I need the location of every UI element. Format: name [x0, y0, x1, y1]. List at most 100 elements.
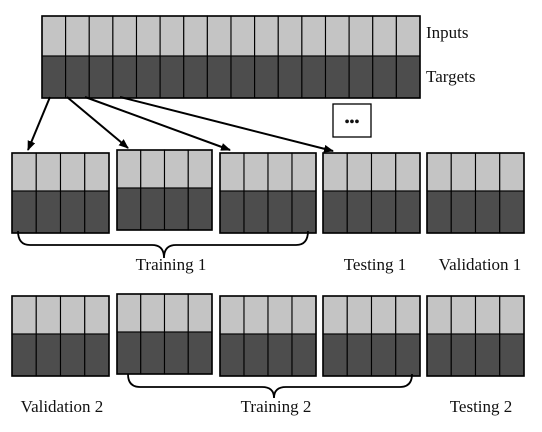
dataset-target-cell	[183, 55, 208, 99]
input-cell	[395, 295, 421, 335]
input-cell	[370, 295, 397, 335]
target-cell	[370, 190, 397, 234]
input-cell	[243, 295, 269, 335]
split-arrow-2	[66, 96, 129, 149]
input-cell	[11, 152, 37, 192]
dataset-input-cell	[206, 15, 232, 57]
input-cell	[474, 152, 501, 192]
input-cell	[59, 295, 86, 335]
input-cell	[395, 152, 421, 192]
train-block-2c	[322, 295, 421, 377]
target-cell	[395, 190, 421, 234]
block-outline	[219, 152, 317, 234]
target-cell	[59, 333, 86, 377]
block-outline	[219, 295, 317, 377]
train-block-2a	[116, 293, 213, 375]
validation-1-label: Validation 1	[439, 255, 522, 274]
target-cell	[322, 190, 348, 234]
dataset-input-cell	[112, 15, 138, 57]
block-outline	[426, 152, 525, 234]
input-cell	[426, 295, 452, 335]
input-cell	[84, 152, 110, 192]
train-block-2b	[219, 295, 317, 377]
dataset-target-cell	[135, 55, 161, 99]
target-cell	[84, 190, 110, 234]
train-block-1a	[11, 152, 110, 234]
target-cell	[116, 187, 142, 231]
target-cell	[219, 333, 245, 377]
target-cell	[35, 190, 62, 234]
input-cell	[291, 295, 317, 335]
dataset-strip	[41, 15, 421, 99]
dataset-target-cell	[41, 55, 67, 99]
input-cell	[346, 152, 373, 192]
target-cell	[243, 190, 269, 234]
target-cell	[450, 333, 477, 377]
dataset-target-cell	[372, 55, 397, 99]
input-cell	[187, 293, 213, 333]
block-outline	[116, 293, 213, 375]
input-cell	[59, 152, 86, 192]
dataset-target-cell	[88, 55, 114, 99]
target-cell	[426, 333, 452, 377]
dataset-target-cell	[324, 55, 350, 99]
training-2-label: Training 2	[241, 397, 312, 416]
validation-block-1	[426, 152, 525, 234]
input-cell	[35, 295, 62, 335]
input-cell	[499, 152, 525, 192]
dataset-input-cell	[41, 15, 67, 57]
dataset-input-cell	[301, 15, 327, 57]
block-outline	[11, 152, 110, 234]
target-cell	[474, 190, 501, 234]
testing-2-label: Testing 2	[450, 397, 513, 416]
dataset-input-cell	[183, 15, 208, 57]
target-cell	[243, 333, 269, 377]
target-cell	[291, 333, 317, 377]
target-cell	[499, 333, 525, 377]
input-cell	[84, 295, 110, 335]
target-cell	[187, 331, 213, 375]
dataset-input-cell	[348, 15, 374, 57]
target-cell	[163, 331, 189, 375]
block-outline	[116, 149, 213, 231]
dataset-input-cell	[230, 15, 256, 57]
dataset-target-cell	[277, 55, 303, 99]
testing-1-label: Testing 1	[344, 255, 407, 274]
input-cell	[187, 149, 213, 189]
block-outline	[322, 295, 421, 377]
target-cell	[474, 333, 501, 377]
dataset-input-cell	[254, 15, 279, 57]
ellipsis-box	[332, 103, 372, 138]
target-cell	[346, 190, 373, 234]
target-cell	[11, 190, 37, 234]
target-cell	[140, 187, 166, 231]
target-cell	[219, 190, 245, 234]
target-cell	[187, 187, 213, 231]
dataset-input-cell	[65, 15, 90, 57]
input-cell	[116, 293, 142, 333]
fold-2	[11, 293, 525, 377]
input-cell	[450, 295, 477, 335]
dataset-input-cell	[88, 15, 114, 57]
targets-label: Targets	[426, 67, 475, 86]
target-cell	[346, 333, 373, 377]
target-cell	[426, 190, 452, 234]
dataset-outline	[41, 15, 421, 99]
train-block-1c	[219, 152, 317, 234]
input-cell	[11, 295, 37, 335]
input-cell	[370, 152, 397, 192]
input-cell	[163, 149, 189, 189]
training-1-brace	[17, 230, 309, 259]
training-1-label: Training 1	[136, 255, 207, 274]
input-cell	[243, 152, 269, 192]
validation-2-label: Validation 2	[21, 397, 104, 416]
more-folds-indicator: •••	[332, 103, 372, 138]
input-cell	[346, 295, 373, 335]
input-cell	[291, 152, 317, 192]
input-cell	[322, 295, 348, 335]
input-cell	[426, 152, 452, 192]
input-cell	[499, 295, 525, 335]
ellipsis-text: •••	[345, 115, 360, 130]
test-block-1	[322, 152, 421, 234]
target-cell	[84, 333, 110, 377]
